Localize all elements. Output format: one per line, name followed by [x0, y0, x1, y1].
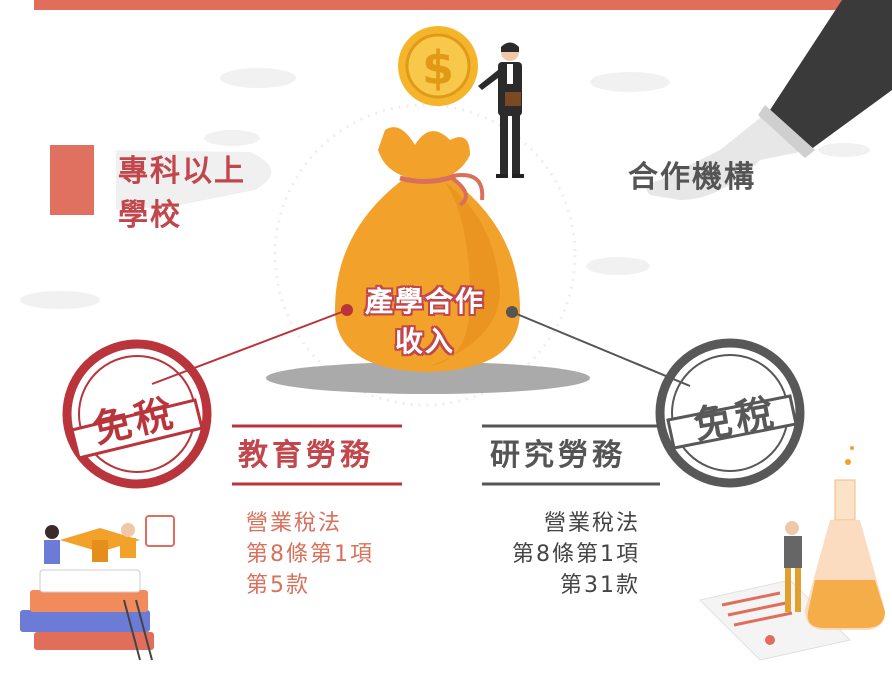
businessman-icon	[478, 42, 524, 178]
connector-right	[511, 311, 691, 387]
dotted-ring	[273, 103, 577, 407]
coin-icon: $	[398, 26, 478, 106]
heading-education-services: 教育勞務	[238, 438, 374, 473]
label-partner: 合作機構	[628, 160, 756, 195]
connector-dot-right	[506, 306, 518, 318]
top-banner	[34, 0, 842, 10]
connector-left	[151, 309, 348, 385]
books-icon	[20, 515, 175, 661]
stamp-left	[62, 339, 212, 489]
svg-text:$: $	[422, 41, 454, 95]
label-center: 產學合作 收入	[364, 285, 485, 358]
law-reference-right: 營業稅法 第8條第1項 第31款	[512, 511, 640, 598]
heading-research-services: 研究勞務	[490, 438, 626, 473]
hand-left-icon	[50, 145, 272, 215]
money-bag-icon	[335, 127, 520, 372]
connector-dot-left	[341, 304, 353, 316]
law-reference-left: 營業稅法 第8條第1項 第5款	[246, 511, 374, 598]
stamp-right	[655, 338, 805, 488]
label-school: 專科以上 學校	[118, 154, 246, 233]
flask-icon	[699, 446, 885, 661]
bag-shadow	[266, 362, 590, 394]
cloud-decoration	[20, 68, 870, 309]
hand-right-icon	[646, 0, 892, 200]
